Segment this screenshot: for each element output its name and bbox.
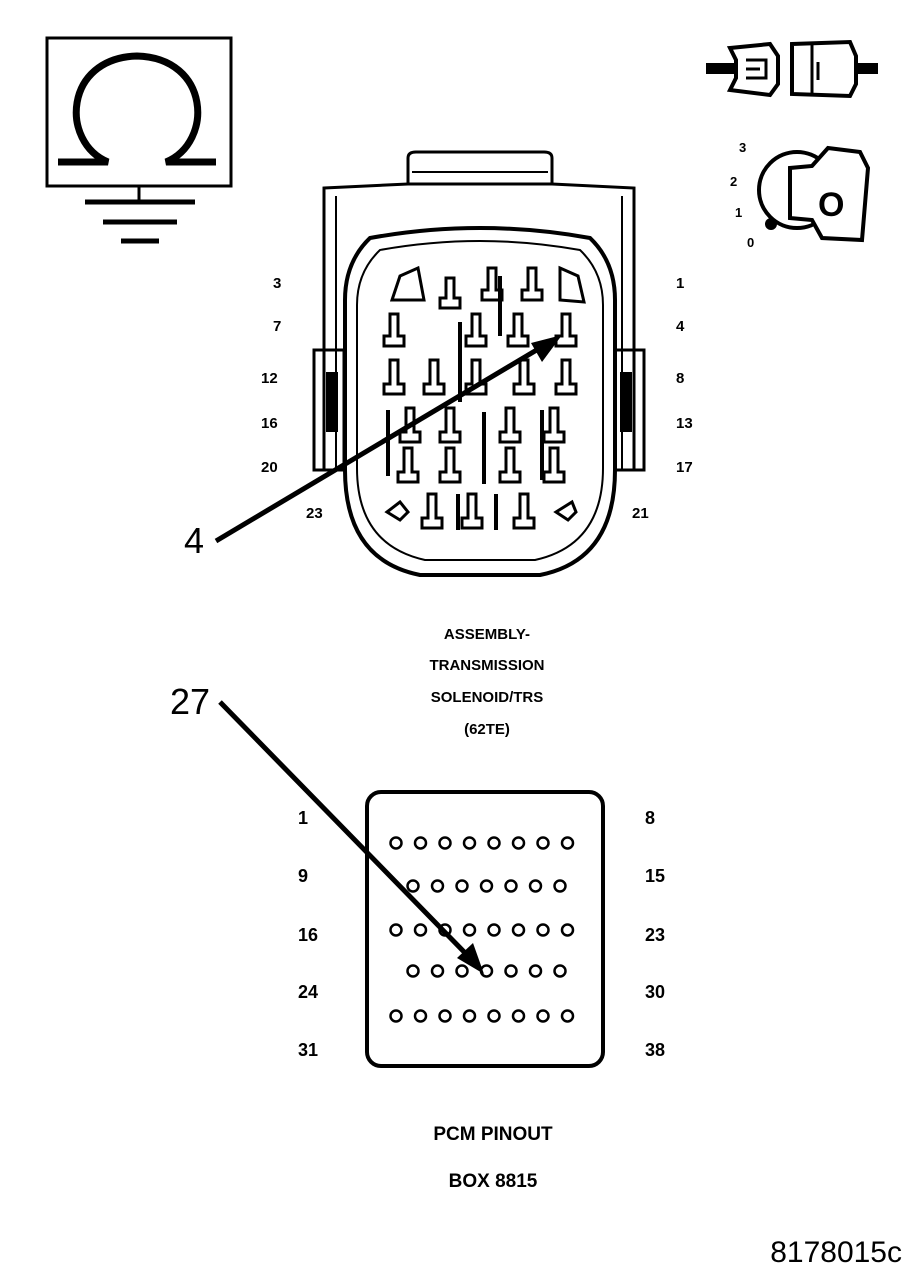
pcm-pin-hole-15 [553,879,567,893]
pcm-pin-hole-20 [487,923,501,937]
pcm-pin-24: 24 [298,982,318,1002]
pcm-pin-hole-14 [528,879,543,893]
pcm-pin-hole-8 [560,836,575,850]
pcm-pin-hole-9 [406,879,420,893]
pcm-pin-hole-4 [462,836,477,850]
pcm-pin-38: 38 [645,1040,665,1060]
pcm-caption-line-2: BOX 8815 [449,1171,538,1192]
connector-pin-7: 7 [273,318,281,335]
pcm-pin-31: 31 [298,1040,318,1060]
disconnect-connector-icon [706,39,878,99]
pcm-pin-hole-35 [487,1009,501,1023]
pcm-pin-hole-26 [455,964,469,978]
pcm-pin-hole-31 [389,1009,403,1023]
ignition-key-letter: O [818,186,844,224]
pcm-pin-hole-37 [536,1009,550,1023]
pcm-pin-hole-13 [504,879,518,893]
pcm-pin-hole-7 [536,836,550,850]
pcm-pin-hole-16 [389,923,403,937]
ignition-position-2: 2 [730,174,737,189]
pcm-pin-hole-3 [438,836,452,850]
connector-caption-line-1: ASSEMBLY- [444,626,530,643]
pcm-pin-hole-28 [504,964,518,978]
connector-caption-line-3: SOLENOID/TRS [431,689,544,706]
pcm-pin-hole-5 [487,836,501,850]
connector-caption: ASSEMBLY- TRANSMISSION SOLENOID/TRS (62T… [429,626,544,738]
pcm-pin-hole-33 [438,1009,452,1023]
pcm-callout-arrow [218,700,484,974]
pcm-pin-9: 9 [298,866,308,886]
pcm-pin-hole-30 [553,964,567,978]
pcm-pin-hole-24 [406,964,420,978]
pcm-pin-15: 15 [645,866,665,886]
figure-id: 8178015c [770,1236,902,1269]
pcm-pin-hole-32 [413,1009,428,1023]
pcm-pin-hole-12 [479,879,494,893]
pcm-pin-8: 8 [645,808,655,828]
pcm-pinout-box [365,790,605,1068]
ignition-position-1: 1 [735,205,742,220]
ignition-position-3: 3 [739,140,746,155]
pcm-pin-hole-38 [560,1009,575,1023]
pcm-caption: PCM PINOUT BOX 8815 [433,1124,553,1192]
ohm-ground-icon [45,36,233,244]
pcm-caption-line-1: PCM PINOUT [433,1124,553,1145]
pcm-pin-hole-29 [528,964,543,978]
connector-pin-4: 4 [676,318,685,335]
connector-pin-12: 12 [261,370,278,387]
pcm-pin-numbers: 1 9 16 24 31 8 15 23 30 38 [298,808,665,1060]
connector-pin-3: 3 [273,275,281,292]
connector-callout-arrow [214,335,562,544]
connector-pin-13: 13 [676,415,693,432]
connector-pin-21: 21 [632,505,649,522]
connector-caption-line-4: (62TE) [464,721,510,738]
connector-pin-numbers: 3 7 12 16 20 23 1 4 8 13 17 21 [261,275,693,522]
connector-pin-20: 20 [261,459,278,476]
pcm-pin-hole-23 [560,923,575,937]
pcm-pin-holes [389,836,575,1023]
connector-pin-17: 17 [676,459,693,476]
connector-pin-8: 8 [676,370,684,387]
pcm-pin-hole-36 [511,1009,526,1023]
pcm-pin-hole-2 [413,836,428,850]
pcm-pin-hole-34 [462,1009,477,1023]
pcm-pin-16: 16 [298,925,318,945]
pcm-pin-hole-25 [430,964,445,978]
pcm-pin-hole-17 [413,923,428,937]
pcm-pin-hole-10 [430,879,445,893]
pcm-pin-hole-11 [455,879,469,893]
ignition-position-0: 0 [747,235,754,250]
connector-pin-1: 1 [676,275,684,292]
connector-callout-label: 4 [184,520,204,561]
pcm-pin-23: 23 [645,925,665,945]
connector-pin-23: 23 [306,505,323,522]
connector-pin-16: 16 [261,415,278,432]
pcm-callout-label: 27 [170,681,210,722]
connector-caption-line-2: TRANSMISSION [429,657,544,674]
ignition-key-icon: O 3 2 1 0 [730,140,871,250]
pcm-pin-hole-21 [511,923,526,937]
pcm-pin-hole-6 [511,836,526,850]
pcm-pin-hole-1 [389,836,403,850]
pcm-pin-1: 1 [298,808,308,828]
pcm-pin-30: 30 [645,982,665,1002]
pcm-pin-hole-19 [462,923,477,937]
pcm-pin-hole-22 [536,923,550,937]
transmission-connector [312,150,646,577]
